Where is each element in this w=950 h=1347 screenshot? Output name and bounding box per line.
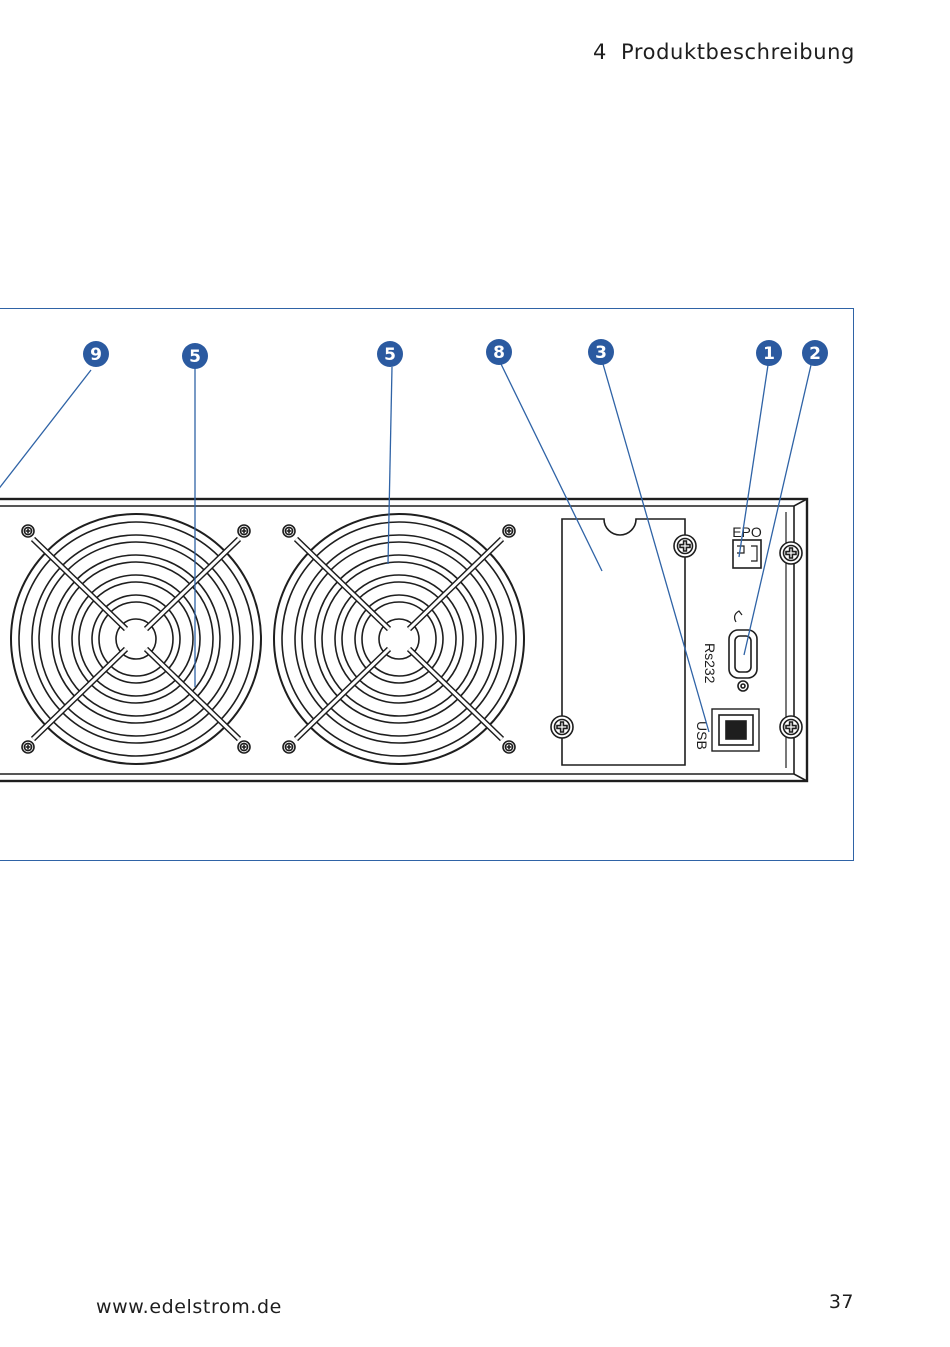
ups-rear-panel-figure: EPO Rs232 USB 9 5 5 8 3 1 2 [0, 339, 828, 783]
callout-number: 9 [90, 345, 102, 365]
callout-badge [486, 339, 512, 365]
callout-number: 3 [595, 343, 607, 363]
callout-badge [182, 343, 208, 369]
usb-port: USB [694, 708, 760, 752]
chapter-title: Produktbeschreibung [620, 40, 855, 64]
epo-port: EPO [732, 524, 762, 569]
usb-label: USB [694, 721, 710, 750]
rs232-port: Rs232 [702, 610, 758, 692]
callout-number: 2 [809, 344, 821, 364]
callout-number: 5 [384, 345, 396, 365]
callout-badge [377, 341, 403, 367]
callout-2: 5 [377, 341, 403, 367]
callout-badge [588, 339, 614, 365]
callout-4: 3 [588, 339, 614, 365]
chapter-number: 4 [593, 40, 607, 64]
fan-left [10, 513, 262, 765]
callout-badge [756, 340, 782, 366]
callout-number: 1 [763, 344, 775, 364]
callout-number: 8 [493, 343, 505, 363]
figure-frame: EPO Rs232 USB 9 5 5 8 3 1 2 [0, 308, 854, 861]
panel-screw-top [779, 541, 803, 565]
callout-badge [802, 340, 828, 366]
callout-1: 5 [182, 343, 208, 369]
callout-0: 9 [83, 341, 109, 367]
epo-label: EPO [732, 524, 762, 540]
callout-5: 1 [756, 340, 782, 366]
page-header: 4 Produktbeschreibung [593, 40, 855, 64]
fan-right [273, 513, 525, 765]
footer-website: www.edelstrom.de [96, 1296, 282, 1318]
callout-3: 8 [486, 339, 512, 365]
callout-layer: 9 5 5 8 3 1 2 [83, 339, 828, 369]
leader-lines [0, 363, 812, 733]
callout-badge [83, 341, 109, 367]
panel-screw-bottom [779, 715, 803, 739]
page-number: 37 [828, 1291, 854, 1313]
expansion-slot-cover [550, 518, 697, 766]
callout-number: 5 [189, 347, 201, 367]
rs232-label: Rs232 [702, 643, 718, 684]
callout-6: 2 [802, 340, 828, 366]
